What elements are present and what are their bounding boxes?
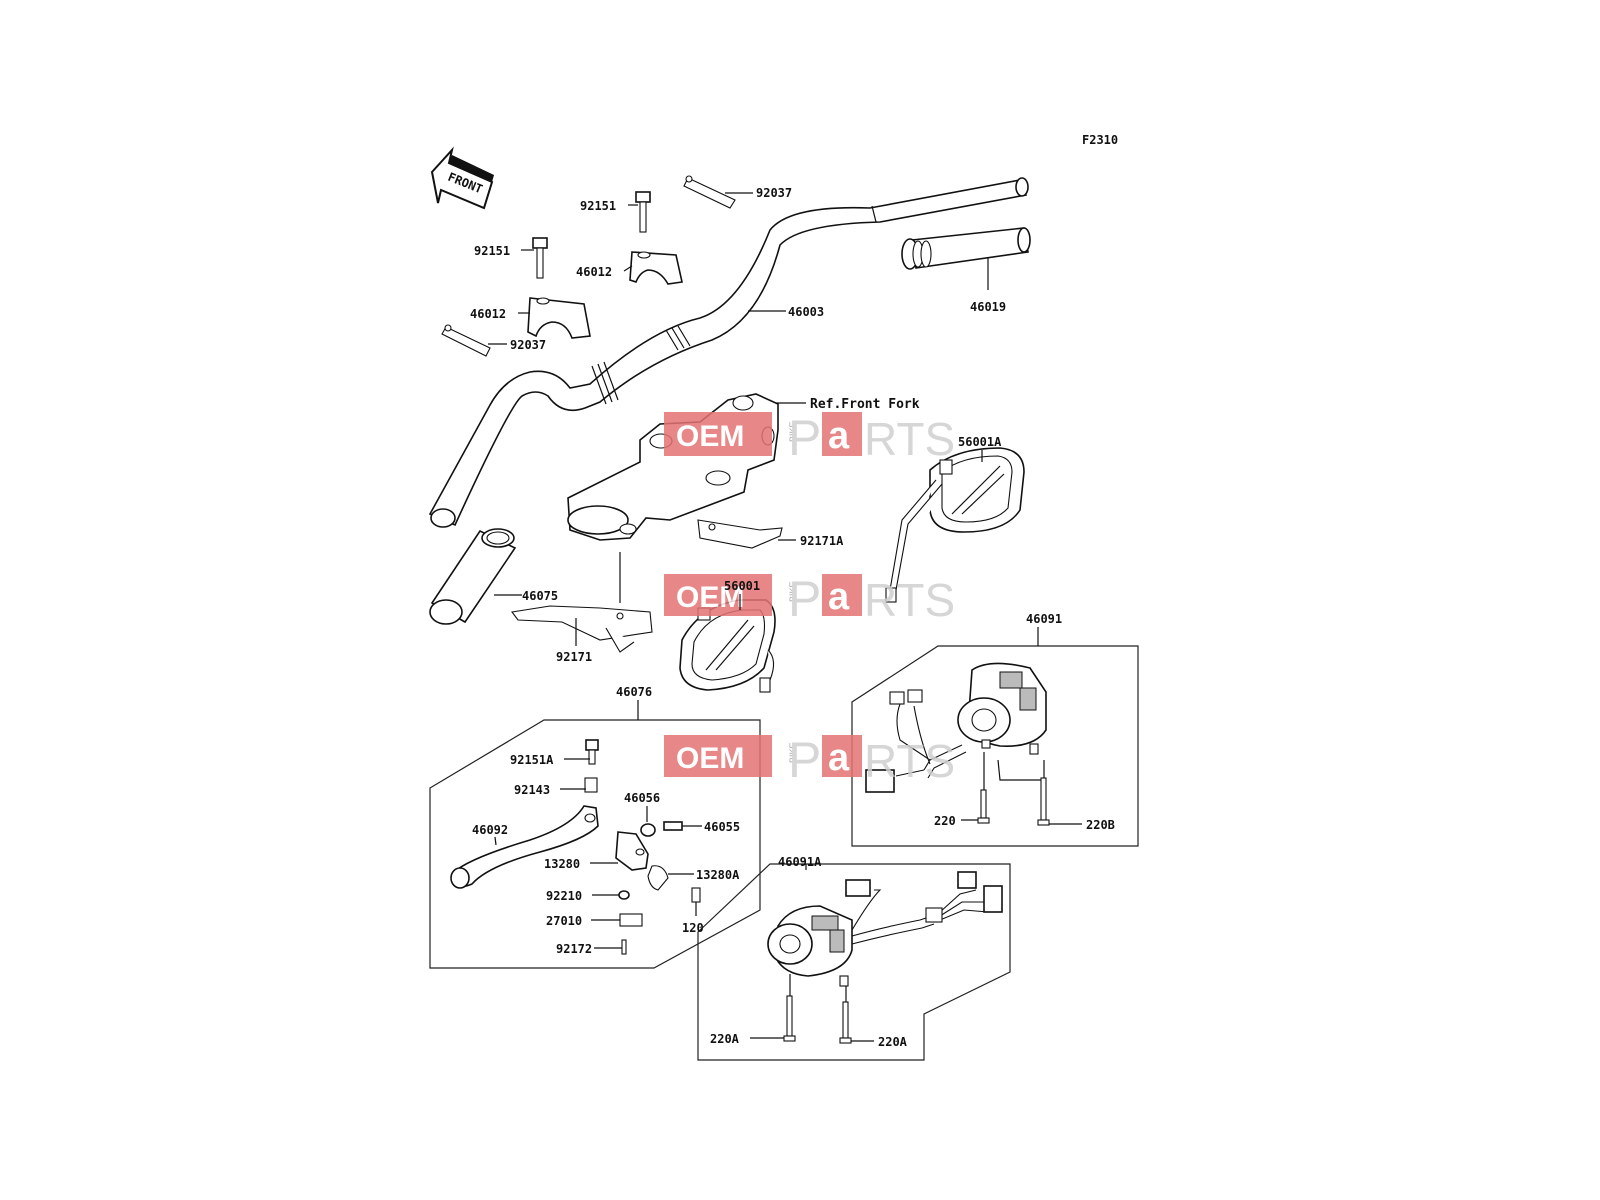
holder-part-13280 — [615, 831, 649, 871]
callout-46075: 46075 — [522, 589, 558, 603]
callout-27010: 27010 — [546, 914, 582, 928]
callout-92171a: 92171A — [800, 534, 844, 548]
svg-text:BIKE: BIKE — [788, 742, 798, 763]
switch-part-46091a — [767, 871, 1003, 987]
callout-46012-top: 46012 — [576, 265, 612, 279]
callout-220a-right: 220A — [878, 1035, 908, 1049]
svg-text:P: P — [788, 732, 821, 788]
bolt-part-92151a — [585, 739, 599, 765]
group-box-46076 — [429, 719, 761, 969]
grip-part-46075 — [429, 528, 517, 625]
watermark-1: OEM BIKE P a RTS — [664, 410, 955, 466]
callout-92210: 92210 — [546, 889, 582, 903]
callout-92151a: 92151A — [510, 753, 554, 767]
callout-46056: 46056 — [624, 791, 660, 805]
callout-92171: 92171 — [556, 650, 592, 664]
callout-92143: 92143 — [514, 783, 550, 797]
front-arrow-icon: FRONT — [430, 146, 494, 210]
clamp-part-13280a — [647, 865, 669, 891]
screw-part-220 — [977, 789, 990, 824]
svg-text:P: P — [788, 571, 821, 627]
svg-text:OEM: OEM — [676, 742, 744, 775]
handlebar-part-46003 — [428, 177, 1029, 528]
callout-92037-top: 92037 — [756, 186, 792, 200]
svg-text:a: a — [828, 576, 850, 618]
nut-part-92210 — [618, 890, 630, 900]
key-part-92037-top — [683, 175, 736, 209]
grip-part-46019 — [901, 227, 1031, 270]
svg-text:a: a — [828, 415, 850, 457]
svg-text:RTS: RTS — [864, 735, 955, 787]
svg-text:P: P — [788, 410, 821, 466]
svg-text:RTS: RTS — [864, 413, 955, 465]
callout-220b: 220B — [1086, 818, 1115, 832]
screw-part-220b — [1037, 777, 1050, 826]
switch-part-27010 — [619, 913, 643, 927]
clamp-part-46012-left — [527, 297, 591, 339]
screw-part-120 — [691, 887, 701, 903]
diagram-code: F2310 — [1082, 133, 1118, 147]
callout-120: 120 — [682, 921, 704, 935]
group-box-46091 — [851, 645, 1139, 847]
callout-46076: 46076 — [616, 685, 652, 699]
svg-text:a: a — [828, 737, 850, 779]
callout-220a-left: 220A — [710, 1032, 740, 1046]
svg-text:OEM: OEM — [676, 581, 744, 614]
bracket-part-92171 — [511, 605, 653, 653]
mirror-part-56001 — [679, 599, 776, 693]
watermark-2: OEM BIKE P a RTS — [664, 571, 955, 627]
bolt-part-92151-left — [532, 237, 548, 279]
svg-text:BIKE: BIKE — [788, 421, 798, 442]
callout-46012-left: 46012 — [470, 307, 506, 321]
lever-part-46092 — [450, 805, 599, 889]
callout-ref-front-fork: Ref.Front Fork — [810, 397, 920, 412]
callout-56001a: 56001A — [958, 435, 1002, 449]
group-box-46091a — [697, 863, 1011, 1061]
svg-text:BIKE: BIKE — [788, 581, 798, 602]
callout-220: 220 — [934, 814, 956, 828]
callout-13280a: 13280A — [696, 868, 740, 882]
key-part-92037-left — [441, 324, 491, 357]
callout-46003: 46003 — [788, 305, 824, 319]
callout-56001: 56001 — [724, 579, 760, 593]
mirror-part-56001a — [885, 447, 1025, 603]
callout-46019: 46019 — [970, 300, 1006, 314]
callout-92037-left: 92037 — [510, 338, 546, 352]
callout-92151-left: 92151 — [474, 244, 510, 258]
svg-text:OEM: OEM — [676, 420, 744, 453]
bolt-part-92151-top — [635, 191, 651, 233]
callout-92151-top: 92151 — [580, 199, 616, 213]
callout-92172: 92172 — [556, 942, 592, 956]
switch-part-46091 — [865, 662, 1047, 793]
callout-46091a: 46091A — [778, 855, 822, 869]
svg-text:RTS: RTS — [864, 574, 955, 626]
clamp-part-46012-top — [629, 251, 683, 285]
collar-part-92143 — [584, 777, 598, 793]
callout-46091: 46091 — [1026, 612, 1062, 626]
bracket-part-92171a — [697, 519, 783, 549]
callout-13280: 13280 — [544, 857, 580, 871]
screw-part-92172 — [621, 939, 627, 955]
callout-46055: 46055 — [704, 820, 740, 834]
callout-46092: 46092 — [472, 823, 508, 837]
nut-part-46056 — [640, 823, 656, 837]
screw-part-46055 — [663, 821, 683, 831]
screw-part-220a-left — [783, 995, 796, 1042]
screw-part-220a-right — [839, 1001, 852, 1044]
watermark-3: OEM BIKE P a RTS — [664, 732, 955, 788]
